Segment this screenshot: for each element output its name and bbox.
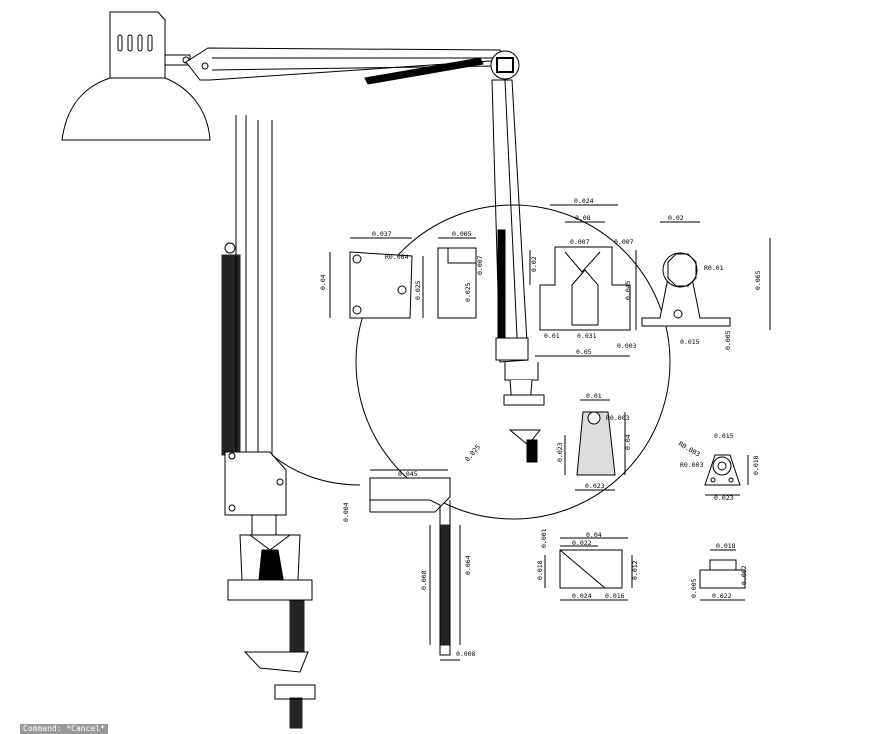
triangle-view [704, 454, 749, 496]
wedge-view [544, 537, 633, 601]
dim-block-right-h: 0.002 [740, 565, 748, 585]
command-line[interactable]: Command: *Cancel* [20, 724, 108, 734]
lower-arm-left [221, 115, 361, 729]
dim-rod-base: 0.008 [456, 650, 476, 658]
dim-top-left-height: 0.04 [319, 274, 327, 290]
dim-base-top: 0.024 [574, 197, 594, 205]
upper-arm [185, 47, 520, 85]
dim-top-left-radius: R0.004 [385, 253, 409, 261]
dim-base-neck: 0.007 [570, 238, 590, 246]
dim-clamp-height: 0.04 [624, 434, 632, 450]
clamp-block-view [564, 399, 626, 491]
dim-base-side: 0.007 [614, 238, 634, 246]
dim-base-base: 0.05 [576, 348, 592, 356]
dimension-labels: 0.037 R0.004 0.04 0.025 0.005 0.007 0.02… [319, 197, 762, 658]
dim-tri-base: 0.023 [714, 494, 734, 502]
dim-wedge-inner: 0.022 [572, 539, 592, 547]
dim-rod-top: 0.045 [398, 470, 418, 478]
dim-side-base-radius: R0.01 [704, 264, 724, 272]
dim-base-left-gap: 0.01 [544, 332, 560, 340]
dim-side-base-foot-h: 0.005 [724, 330, 732, 350]
dim-rod-len-b: 0.064 [464, 555, 472, 575]
dim-base-mid: 0.08 [575, 214, 591, 222]
dim-wedge-bot-b: 0.016 [605, 592, 625, 600]
dim-side-base-foot: 0.015 [680, 338, 700, 346]
base-front-view [529, 204, 637, 357]
dim-side-base-width: 0.02 [668, 214, 684, 222]
dim-block-top: 0.018 [716, 542, 736, 550]
dim-block-base: 0.022 [712, 592, 732, 600]
dim-base-inner: 0.031 [577, 332, 597, 340]
dim-wedge-right-h: 0.012 [631, 560, 639, 580]
dim-clamp-hole: R0.003 [606, 414, 630, 422]
dim-tri-height: 0.018 [752, 455, 760, 475]
dim-top-left-inner: 0.025 [414, 280, 422, 300]
dim-rod-angle: 0.025 [463, 443, 482, 463]
dim-tri-top: 0.015 [714, 432, 734, 440]
forearm [491, 79, 545, 463]
dim-base-height: 0.045 [624, 280, 632, 300]
small-block-view [699, 549, 746, 601]
dim-rod-thick: 0.004 [342, 502, 350, 522]
dim-side-height-b: 0.025 [464, 282, 472, 302]
dim-clamp-mid-h: 0.023 [556, 442, 564, 462]
dim-rod-len-a: 0.068 [420, 570, 428, 590]
dim-tri-r2: R0.003 [680, 461, 704, 469]
dim-side-base-height: 0.065 [754, 270, 762, 290]
dim-top-left-width: 0.037 [372, 230, 392, 238]
lamp-shade [61, 11, 211, 141]
dim-side-height-a: 0.007 [476, 255, 484, 275]
dim-base-small: 0.003 [617, 342, 637, 350]
detail-circle [355, 204, 671, 520]
bracket-front-view [329, 237, 424, 319]
dim-tri-r1: R0.003 [677, 440, 701, 459]
dim-clamp-top: 0.01 [586, 392, 602, 400]
dim-wedge-top: 0.04 [586, 531, 602, 539]
dim-clamp-base: 0.023 [585, 482, 605, 490]
dim-block-left-h: 0.005 [690, 578, 698, 598]
bracket-side-view [437, 237, 477, 319]
dim-side-width: 0.005 [452, 230, 472, 238]
rod-view [369, 469, 461, 661]
base-side-view [641, 221, 771, 330]
dim-wedge-gap: 0.001 [540, 528, 548, 548]
dim-wedge-bot-a: 0.024 [572, 592, 592, 600]
dim-base-left-h: 0.02 [530, 256, 538, 272]
dim-wedge-left-h: 0.018 [536, 560, 544, 580]
